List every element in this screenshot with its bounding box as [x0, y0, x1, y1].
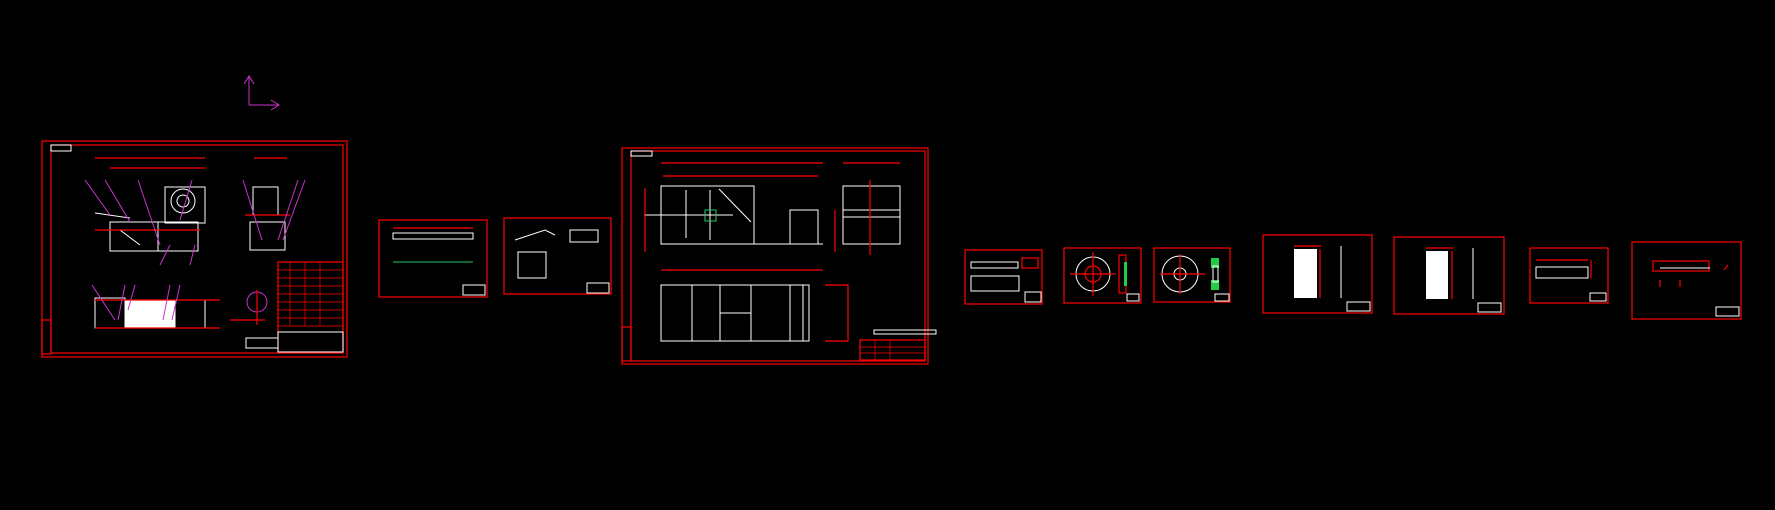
frame-title-block [859, 329, 937, 361]
ucs-axes-icon [243, 75, 280, 111]
sheet-part-10[interactable] [1529, 247, 1609, 304]
sheet-part-2[interactable] [378, 219, 488, 298]
sheet-frame[interactable] [621, 147, 937, 365]
frame-top-view [660, 269, 849, 342]
top-view [91, 284, 220, 329]
front-view [84, 157, 206, 266]
sheet-part-5[interactable] [964, 249, 1043, 305]
sheet-part-3[interactable] [503, 217, 612, 295]
frame-side-view [842, 162, 901, 255]
sheet-part-9[interactable] [1393, 236, 1505, 315]
sheet-part-8[interactable] [1262, 234, 1373, 314]
title-block [245, 261, 344, 353]
sheet-assembly[interactable] [41, 140, 348, 358]
frame-front-view [644, 162, 836, 252]
side-view [242, 157, 306, 251]
sheet-wheel[interactable] [1153, 247, 1231, 303]
sheet-part-11[interactable] [1631, 241, 1742, 320]
detail-view [230, 290, 268, 325]
sheet-gear[interactable] [1063, 247, 1142, 304]
